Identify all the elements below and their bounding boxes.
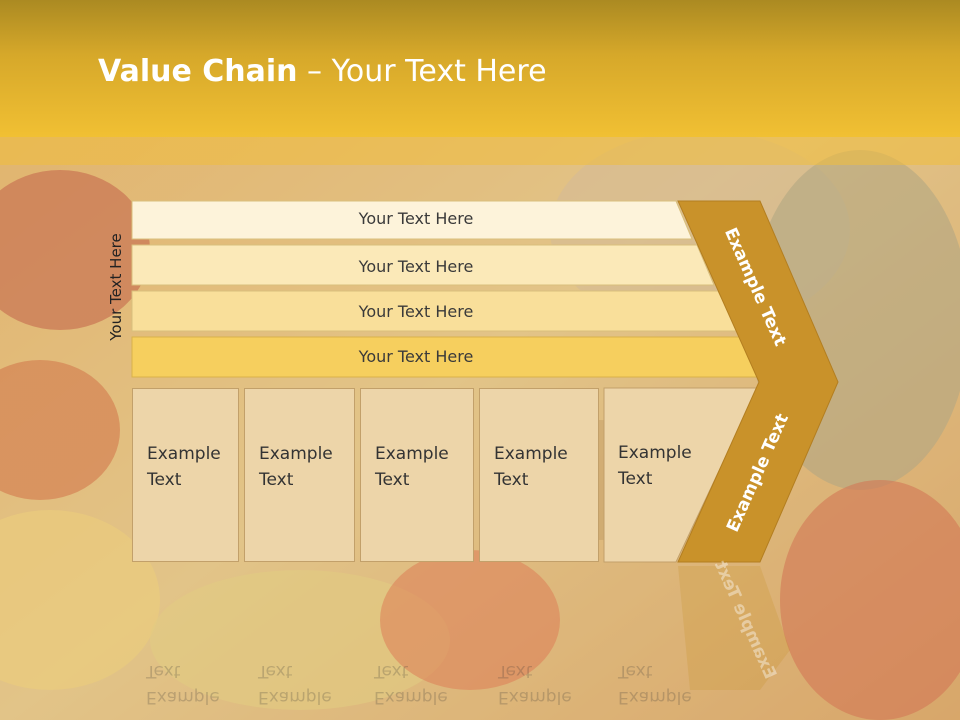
reflection-3: Example Text xyxy=(360,620,474,710)
column-text-5: Example Text xyxy=(618,440,692,492)
reflection-5-line2: Text xyxy=(618,661,653,681)
column-text-4-line2: Text xyxy=(494,470,529,490)
column-text-5-line2: Text xyxy=(618,469,653,489)
column-text-4-line1: Example xyxy=(494,444,568,464)
title-bar xyxy=(0,0,960,137)
reflection-4-line2: Text xyxy=(498,661,533,681)
chevron-reflection xyxy=(678,566,790,690)
reflection-1-line2: Text xyxy=(146,661,181,681)
reflection-2: Example Text xyxy=(244,620,355,710)
column-text-3-line1: Example xyxy=(375,444,449,464)
reflection-4: Example Text xyxy=(484,620,599,710)
row-label-1: Your Text Here xyxy=(358,209,474,228)
row-bar-1 xyxy=(131,200,693,240)
column-text-2-line2: Text xyxy=(259,470,294,490)
reflection-1: Example Text xyxy=(132,620,239,710)
row-label-4: Your Text Here xyxy=(358,347,474,366)
row-label-2: Your Text Here xyxy=(358,257,474,276)
slide-title: Value Chain – Your Text Here xyxy=(98,54,547,89)
title-bar-strip xyxy=(0,137,960,165)
column-text-1-line2: Text xyxy=(147,470,182,490)
row-bar-2 xyxy=(131,244,715,286)
reflection-3-line1: Example xyxy=(374,687,448,707)
reflection-4-line1: Example xyxy=(498,687,572,707)
reflection-5-line1: Example xyxy=(618,687,692,707)
column-text-5-line1: Example xyxy=(618,443,692,463)
column-text-3-line2: Text xyxy=(375,470,410,490)
chevron-arrow xyxy=(677,200,839,563)
column-text-1-line1: Example xyxy=(147,444,221,464)
title-bold: Value Chain xyxy=(98,54,298,89)
reflection-2-line1: Example xyxy=(258,687,332,707)
last-column-box xyxy=(603,387,759,563)
title-rest: – Your Text Here xyxy=(297,54,547,89)
reflection-2-line2: Text xyxy=(258,661,293,681)
column-text-2-line1: Example xyxy=(259,444,333,464)
row-label-3: Your Text Here xyxy=(358,302,474,321)
reflection-3-line2: Text xyxy=(374,661,409,681)
reflection-1-line1: Example xyxy=(146,687,220,707)
reflection-5: Example Text xyxy=(604,620,704,710)
